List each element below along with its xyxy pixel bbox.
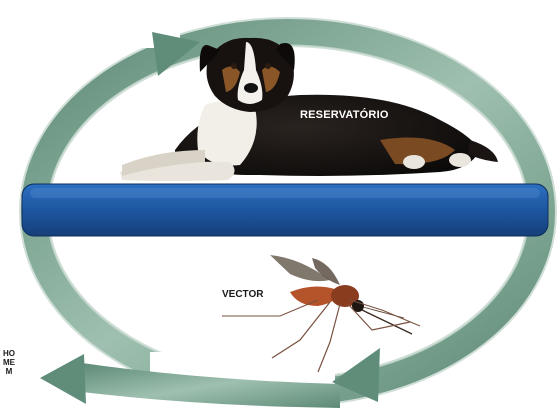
reservoir-label: RESERVATÓRIO xyxy=(300,109,389,121)
host-label: HOMEM xyxy=(3,349,15,376)
vector-label: VECTOR xyxy=(222,289,264,300)
